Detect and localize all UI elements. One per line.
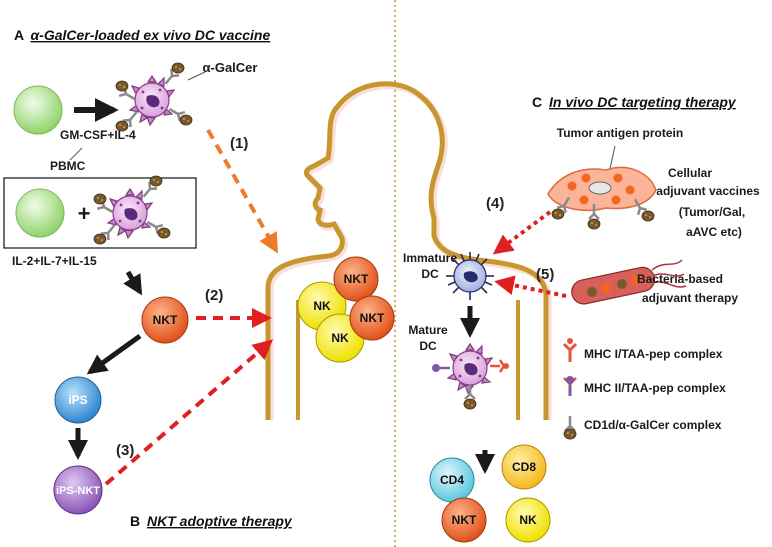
cellular-vaccine-line-2: adjuvant vaccines (656, 184, 760, 198)
legend-cd1d-label: CD1d/α-GalCer complex (584, 418, 722, 432)
nkt-cell-effector (441, 497, 487, 543)
dc-coculture-cell (93, 175, 171, 245)
cd1d-icon (563, 414, 577, 440)
step-4-label: (4) (486, 195, 504, 212)
ips-nkt-cell-label: iPS-NKT (56, 485, 100, 497)
tumor-cell-vaccine (547, 166, 657, 230)
pbmc-cell-box (15, 188, 65, 238)
nk-cell-effector-label: NK (519, 513, 537, 527)
section-a-label: A α-GalCer-loaded ex vivo DC vaccine (14, 27, 270, 43)
body-silhouette (265, 81, 552, 420)
nkt-cell-effector-label: NKT (452, 513, 477, 527)
body-outline (265, 81, 549, 420)
il-cytokine-label: IL-2+IL-7+IL-15 (12, 254, 97, 268)
nkt-cell-torso-1 (333, 256, 379, 302)
pbmc-cell-top (13, 85, 63, 135)
plus-sign: + (78, 201, 91, 226)
bacteria-label-line-2: adjuvant therapy (642, 291, 738, 305)
mature-dc-label-1: Mature (408, 323, 448, 337)
mhc-ii-icon (563, 376, 577, 396)
legend-mhc-ii-label: MHC II/TAA-pep complex (584, 381, 726, 395)
step-3-label: (3) (116, 442, 134, 459)
legend-mhc-i-label: MHC I/TAA-pep complex (584, 347, 723, 361)
cellular-vaccine-line-3: (Tumor/Gal, (679, 205, 745, 219)
ips-cell (54, 376, 102, 424)
immature-dc-label-2: DC (421, 267, 439, 281)
nkt-cell-expanded-label: NKT (153, 313, 178, 327)
agalcer-label: α-GalCer (203, 60, 258, 75)
immature-dc-cell (446, 252, 494, 300)
legend-mhc-ii-row: MHC II/TAA-pep complex (563, 376, 726, 396)
step-5-label: (5) (536, 266, 554, 283)
section-c-label: C In vivo DC targeting therapy (532, 94, 737, 110)
nkt-cell-expanded (141, 296, 189, 344)
nkt-cell-torso-1-label: NKT (344, 272, 369, 286)
nk-cell-effector (505, 497, 551, 543)
tumor-antigen-label: Tumor antigen protein (557, 126, 683, 140)
bacteria-label-line-1: Bacteria-based (637, 272, 723, 286)
section-b-label: B NKT adoptive therapy (130, 513, 293, 529)
step-1-label: (1) (230, 135, 248, 152)
cellular-vaccine-line-4: aAVC etc) (686, 225, 742, 239)
pbmc-label: PBMC (50, 159, 86, 173)
legend-mhc-i-row: MHC I/TAA-pep complex (562, 338, 723, 362)
bacteria-adjuvant (571, 259, 687, 305)
nkt-cell-torso-2-label: NKT (360, 311, 385, 325)
arrow-nkt-to-ips (86, 333, 142, 375)
ips-cell-label: iPS (68, 393, 87, 407)
cd8-cell (501, 444, 547, 490)
nk-cell-torso-1-label: NK (313, 299, 331, 313)
legend-cd1d-row: CD1d/α-GalCer complex (563, 414, 722, 440)
arrow-step-1 (206, 129, 278, 254)
mature-dc-label-2: DC (419, 339, 437, 353)
legend: MHC I/TAA-pep complex MHC II/TAA-pep com… (562, 338, 726, 440)
arrow-step-4 (492, 210, 552, 255)
nkt-cell-torso-2 (349, 295, 395, 341)
pbmc-dc-coculture-box (3, 177, 197, 249)
arrow-step-3 (104, 339, 274, 486)
pbmc-pointer (69, 147, 83, 161)
cd4-cell-label: CD4 (440, 473, 464, 487)
mhc-i-icon (562, 338, 578, 362)
arrow-to-nkt (123, 270, 143, 296)
immature-dc-label-1: Immature (403, 251, 457, 265)
mature-dc-cell (432, 343, 509, 410)
nk-cell-torso-2-label: NK (331, 331, 349, 345)
cellular-vaccine-line-1: Cellular (668, 166, 712, 180)
dc-vaccine-cell (115, 62, 193, 132)
cd8-cell-label: CD8 (512, 460, 536, 474)
step-2-label: (2) (205, 287, 223, 304)
gmcsf-label: GM-CSF+IL-4 (60, 128, 136, 142)
ips-nkt-cell (53, 465, 103, 515)
arrow-step-5 (494, 275, 567, 298)
agalcer-pointer (187, 71, 206, 81)
